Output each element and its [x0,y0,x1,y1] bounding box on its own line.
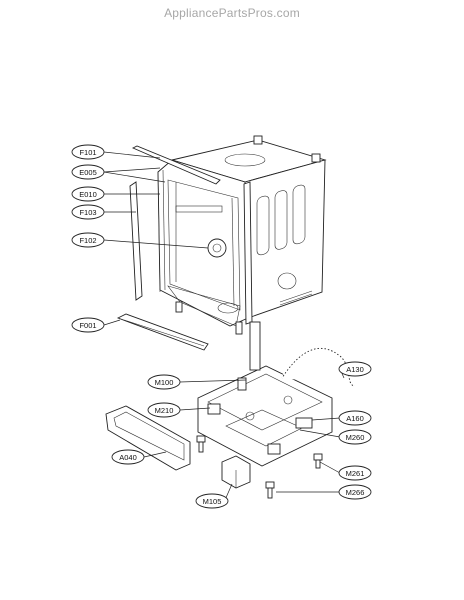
drain-hose [280,346,355,388]
watermark: AppliancePartsPros.com [164,6,300,20]
base-assembly [197,321,333,467]
label-m261: M261 [338,465,372,481]
label-a130: A130 [338,361,372,377]
label-m105-text: M105 [203,497,222,506]
label-a160-text: A160 [346,414,364,423]
label-m266-text: M266 [346,488,365,497]
door-gasket-strips [129,145,253,325]
label-m210: M210 [147,402,181,418]
label-f103: F103 [71,204,105,220]
label-m105: M105 [195,493,229,509]
lower-trim-strip [116,313,209,351]
screws [196,435,323,499]
label-f103-text: F103 [79,208,96,217]
label-m261-text: M261 [346,469,365,478]
label-a130-text: A130 [346,365,364,374]
label-m100: M100 [147,374,181,390]
label-f101: F101 [71,144,105,160]
label-a040-text: A040 [119,453,137,462]
label-m266: M266 [338,484,372,500]
label-e010: E010 [71,186,105,202]
label-m260: M260 [338,429,372,445]
tub-assembly [157,135,327,335]
base-block [221,455,251,489]
toe-panel [105,405,191,471]
label-e005: E005 [71,164,105,180]
label-m100-text: M100 [155,378,174,387]
label-e005-text: E005 [79,168,97,177]
label-f001-text: F001 [79,321,96,330]
label-a040: A040 [111,449,145,465]
label-e010-text: E010 [79,190,97,199]
label-f102: F102 [71,232,105,248]
label-m260-text: M260 [346,433,365,442]
label-f001: F001 [71,317,105,333]
label-f102-text: F102 [79,236,96,245]
label-a160: A160 [338,410,372,426]
label-m210-text: M210 [155,406,174,415]
label-f101-text: F101 [79,148,96,157]
